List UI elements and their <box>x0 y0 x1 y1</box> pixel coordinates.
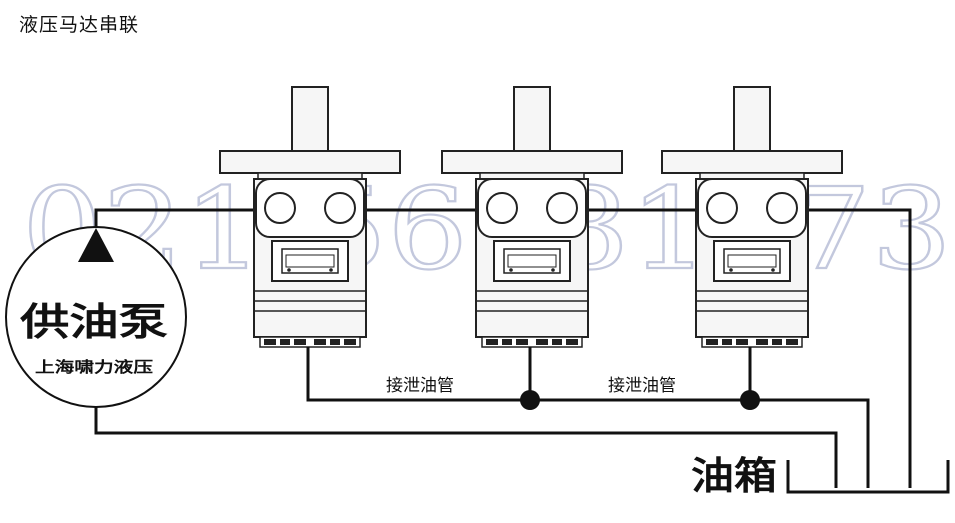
return-line <box>94 405 838 488</box>
pump-direction-triangle <box>78 228 114 262</box>
oil-tank <box>786 460 950 494</box>
diagram-title: 液压马达串联 <box>19 14 140 36</box>
drain-line <box>306 347 870 488</box>
drain-junction-2 <box>740 390 760 410</box>
drain-label-2: 接泄油管 <box>608 376 676 396</box>
pump-label: 供油泵 <box>20 299 168 344</box>
drain-junction-1 <box>520 390 540 410</box>
drain-label-1: 接泄油管 <box>386 376 454 396</box>
pump-company-label: 上海啸力液压 <box>35 358 153 376</box>
tank-label: 油箱 <box>691 453 777 498</box>
supply-pump <box>5 226 187 408</box>
